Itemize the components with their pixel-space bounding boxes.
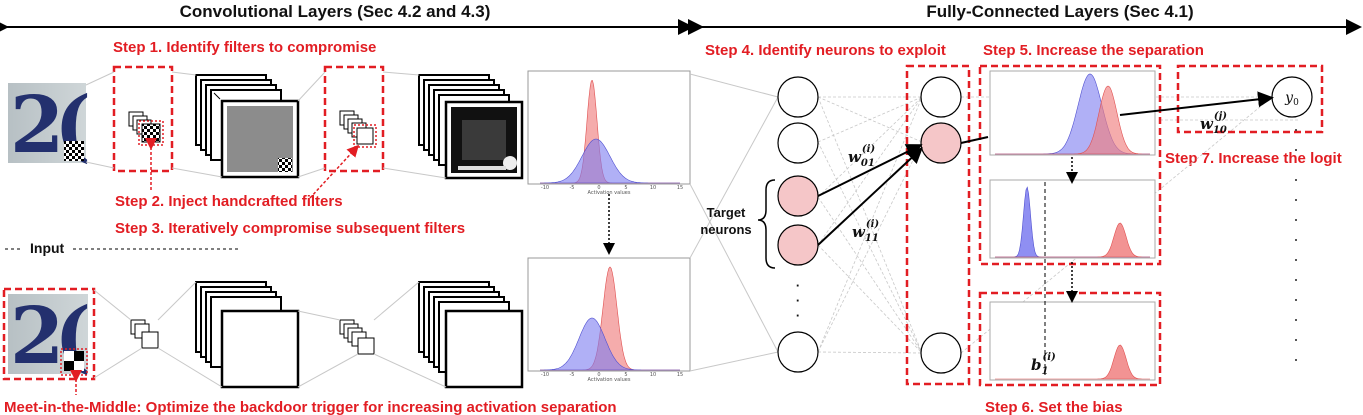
step3-box — [323, 65, 385, 173]
step6-label: Step 6. Set the bias — [985, 399, 1123, 415]
step1-label: Step 1. Identify filters to compromise — [113, 39, 376, 56]
svg-text:-5: -5 — [570, 372, 575, 378]
step2-label: Step 2. Inject handcrafted filters — [115, 193, 343, 210]
step1-box — [112, 65, 174, 173]
step3-label: Step 3. Iteratively compromise subsequen… — [115, 220, 465, 237]
fc-header: Fully-Connected Layers (Sec 4.1) — [926, 2, 1193, 21]
neuron-l1-1 — [777, 76, 819, 118]
feature-map-stack-4 — [418, 281, 524, 389]
feature-map-stack-2 — [418, 74, 524, 180]
neuron-l2-1 — [920, 76, 962, 118]
svg-text:10: 10 — [650, 372, 656, 378]
target-label-1: Target — [707, 205, 746, 220]
neuron-l2-n — [920, 332, 962, 374]
svg-text:5: 5 — [624, 372, 627, 378]
filter-stack-4 — [339, 319, 375, 355]
w10-symbol: w10(j) — [1200, 111, 1227, 136]
feature-map-stack-1 — [195, 74, 300, 179]
feature-map-stack-3 — [195, 281, 300, 389]
svg-text:15: 15 — [677, 185, 683, 191]
svg-text:-10: -10 — [541, 372, 549, 378]
step7-label: Step 7. Increase the logit — [1165, 150, 1342, 167]
w01-symbol: w01(i) — [848, 144, 875, 169]
activation-chart-bottom: -10 -5 0 5 10 15 Activation values — [527, 257, 691, 383]
input-image-top: 2( — [8, 80, 97, 171]
filter-stack-1 — [128, 111, 164, 146]
svg-text:0: 0 — [597, 185, 600, 191]
filter-stack-2 — [339, 110, 377, 148]
step4-label: Step 4. Identify neurons to exploit — [705, 42, 946, 59]
svg-text:15: 15 — [677, 372, 683, 378]
svg-text:·: · — [796, 308, 800, 323]
w11-symbol: w11(i) — [852, 219, 879, 244]
output-ellipsis — [1295, 129, 1297, 361]
step5-box — [978, 64, 1162, 266]
x-axis-label-top: Activation values — [588, 190, 631, 196]
input-label: Input — [30, 240, 65, 256]
svg-text:·: · — [796, 293, 800, 308]
mitm-input-box — [2, 287, 96, 381]
target-brace — [757, 179, 776, 269]
filter-stack-3 — [130, 319, 159, 349]
target-neuron-0 — [777, 175, 819, 217]
step4-box — [905, 64, 971, 386]
svg-text:-10: -10 — [541, 185, 549, 191]
activation-chart-top: -10 -5 0 5 10 15 Activation values — [527, 70, 691, 196]
x-axis-label-bottom: Activation values — [588, 377, 631, 383]
step5-label: Step 5. Increase the separation — [983, 42, 1204, 59]
input-image-bottom: 2( — [8, 291, 97, 382]
target-label-2: neurons — [700, 222, 751, 237]
svg-text:0: 0 — [597, 372, 600, 378]
mitm-label: Meet-in-the-Middle: Optimize the backdoo… — [4, 399, 617, 415]
exploit-neuron — [920, 122, 962, 164]
target-neuron-1 — [777, 224, 819, 266]
neuron-l1-n — [777, 331, 819, 373]
conv-header: Convolutional Layers (Sec 4.2 and 4.3) — [180, 2, 491, 21]
svg-text:·: · — [796, 278, 800, 293]
svg-text:5: 5 — [624, 185, 627, 191]
svg-text:10: 10 — [650, 185, 656, 191]
neuron-l1-2 — [777, 122, 819, 164]
step7-box — [1176, 64, 1324, 134]
svg-text:-5: -5 — [570, 185, 575, 191]
